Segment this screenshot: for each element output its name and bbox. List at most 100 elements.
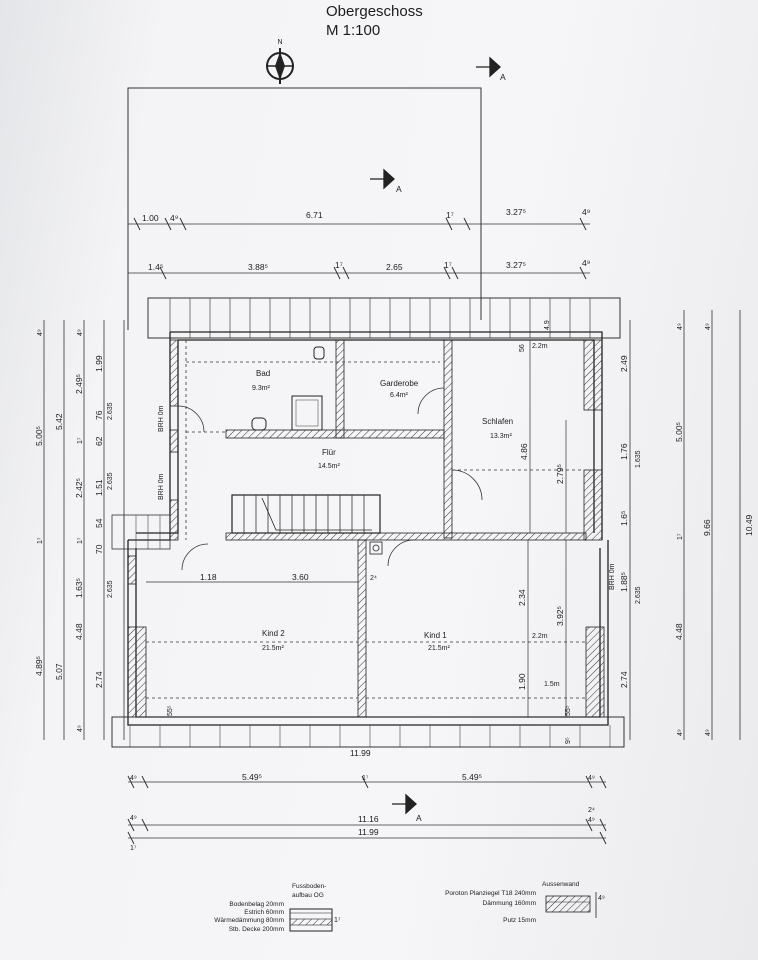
- dim-label: 4⁹: [677, 323, 684, 330]
- dim-label: 3.27⁵: [506, 207, 526, 217]
- dim-label: 1.88⁵: [619, 572, 629, 592]
- svg-text:1⁷: 1⁷: [334, 917, 341, 924]
- dim-label: 1⁷: [130, 845, 137, 852]
- room-kind2: Kind 2 21.5m²: [262, 629, 285, 652]
- section-marker-icon: A: [476, 56, 506, 82]
- dim-label: 70: [94, 544, 104, 554]
- dim-label: 4⁹: [170, 213, 179, 223]
- dim-label: 1⁷: [362, 775, 369, 782]
- brh-label: BRH 0m: [158, 473, 165, 500]
- toilet-icon: [313, 346, 325, 360]
- dim-label: 1⁷: [446, 210, 454, 220]
- svg-text:4⁹: 4⁹: [598, 895, 605, 902]
- dim-label: 3.60: [292, 572, 309, 582]
- dimension-chain-top-2: 1.4⁵ 3.88⁵ 1⁷ 2.65 1⁷ 3.27⁵ 4⁹: [128, 258, 591, 280]
- dim-label: 2.635: [107, 580, 114, 598]
- door-swings: [177, 387, 483, 571]
- dimension-chains-right: [629, 310, 741, 740]
- legend-floor-line: Estrich 60mm: [244, 909, 284, 916]
- room-schlafen: Schlafen 13.3m²: [482, 417, 513, 440]
- roof-overhang-bottom: [111, 716, 625, 748]
- dim-label: 5.42: [54, 413, 64, 430]
- staircase: [231, 494, 381, 534]
- dim-label: 1⁷: [335, 260, 343, 270]
- dim-label: 5.07: [54, 663, 64, 680]
- legend-wall-line: Dämmung 160mm: [483, 900, 536, 907]
- dimension-chain-bottom-1: 4⁹ 5.49⁵ 1⁷ 5.49⁵ 4⁹: [127, 772, 607, 789]
- dim-label: 2⁴: [588, 807, 595, 814]
- room-area: 14.5m²: [318, 463, 340, 470]
- dim-label: 1.4⁵: [148, 262, 163, 272]
- dim-label: 1.63⁵: [74, 578, 84, 598]
- dim-label: 2.34: [517, 589, 527, 606]
- legend-floor-line: Bodenbelag 20mm: [229, 901, 284, 908]
- dim-label: 2⁴: [370, 575, 377, 582]
- dim-label: 4⁹: [705, 729, 712, 736]
- sink-icon: [251, 417, 267, 431]
- dim-label: 2.49: [619, 355, 629, 372]
- section-marker-label: A: [416, 813, 422, 823]
- dim-label: 3.27⁵: [506, 260, 526, 270]
- room-garderobe: Garderobe 6.4m²: [380, 379, 419, 399]
- room-bad: Bad 9.3m²: [252, 369, 271, 392]
- dim-label: 4⁹: [130, 775, 137, 782]
- brh-label: BRH 0m: [609, 563, 616, 590]
- dim-label: 1.00: [142, 213, 159, 223]
- legend-floor-heading-1: Fussboden-: [292, 883, 326, 890]
- dim-label: 11.16: [358, 814, 379, 824]
- section-marker-label: A: [396, 184, 402, 194]
- dim-label: 4⁹: [130, 815, 137, 822]
- dim-label: 3.92⁵: [555, 606, 565, 626]
- room-kind1: Kind 1 21.5m²: [424, 631, 450, 652]
- hatched-walls: [127, 339, 605, 718]
- brh-label: BRH 0m: [158, 405, 165, 432]
- dim-label: 4.9: [544, 320, 551, 330]
- legend-floor-line: Wärmedämmung 80mm: [214, 917, 284, 924]
- section-marker-label: A: [500, 72, 506, 82]
- room-name: Bad: [256, 369, 270, 378]
- dim-label: 2.65: [386, 262, 403, 272]
- dim-label: 2.2m: [532, 633, 548, 640]
- legend-wall-heading: Aussenwand: [542, 881, 580, 888]
- legend-floor-buildup: Fussboden- aufbau OG Bodenbelag 20mm Est…: [214, 883, 341, 933]
- dim-label: 1⁷: [444, 260, 452, 270]
- dim-label: 9.66: [702, 519, 712, 536]
- dim-label: 3.88⁵: [248, 262, 268, 272]
- dim-label: 4⁹: [582, 207, 591, 217]
- room-name: Kind 2: [262, 629, 285, 638]
- interior-dimensions: 4.86 2.79⁵ 2.34 3.92⁵ 1.90 56 4.9 2.2m 2…: [146, 320, 572, 744]
- north-arrow-icon: N: [266, 39, 294, 84]
- dim-label: 56: [519, 344, 526, 352]
- dim-label: 1.6⁵: [619, 511, 629, 526]
- north-label: N: [277, 39, 282, 46]
- shower-inner: [295, 399, 319, 427]
- dim-label: 1⁷: [77, 537, 84, 544]
- dim-label: 5.49⁵: [242, 772, 262, 782]
- dim-label: 76: [94, 410, 104, 420]
- dim-label: 5.00⁵: [34, 426, 44, 446]
- dim-label: 11.99: [358, 827, 379, 837]
- dimension-labels-left: 4⁹ 5.00⁵ 1⁷ 4.89⁵ 5.42 5.07 4⁹ 2.49⁵ 1⁷ …: [34, 329, 114, 732]
- dim-label: 1⁷: [77, 437, 84, 444]
- dim-label: 2.42⁵: [74, 478, 84, 498]
- room-area: 13.3m²: [490, 433, 512, 440]
- dim-label: 1.90: [517, 673, 527, 690]
- room-name: Garderobe: [380, 379, 419, 388]
- dim-label: 9⁵: [565, 737, 572, 744]
- dim-label: 4⁹: [37, 329, 44, 336]
- dim-label: 55⁵: [565, 705, 572, 716]
- dim-label: 4⁹: [588, 775, 595, 782]
- legend-exterior-wall: Aussenwand Poroton Planziegel T18 240mm …: [445, 881, 605, 924]
- dim-label: 4⁹: [77, 725, 84, 732]
- roof-outline: [127, 87, 482, 330]
- dim-label: 1.51: [94, 479, 104, 496]
- dim-label: 11.99: [350, 748, 371, 758]
- legend-floor-heading-2: aufbau OG: [292, 892, 324, 899]
- dim-label: 6.71: [306, 210, 323, 220]
- dim-label: 1.99: [94, 355, 104, 372]
- dim-label: 55⁵: [167, 705, 174, 716]
- dim-label: 2.635: [107, 472, 114, 490]
- dim-label: 10.49: [744, 514, 754, 536]
